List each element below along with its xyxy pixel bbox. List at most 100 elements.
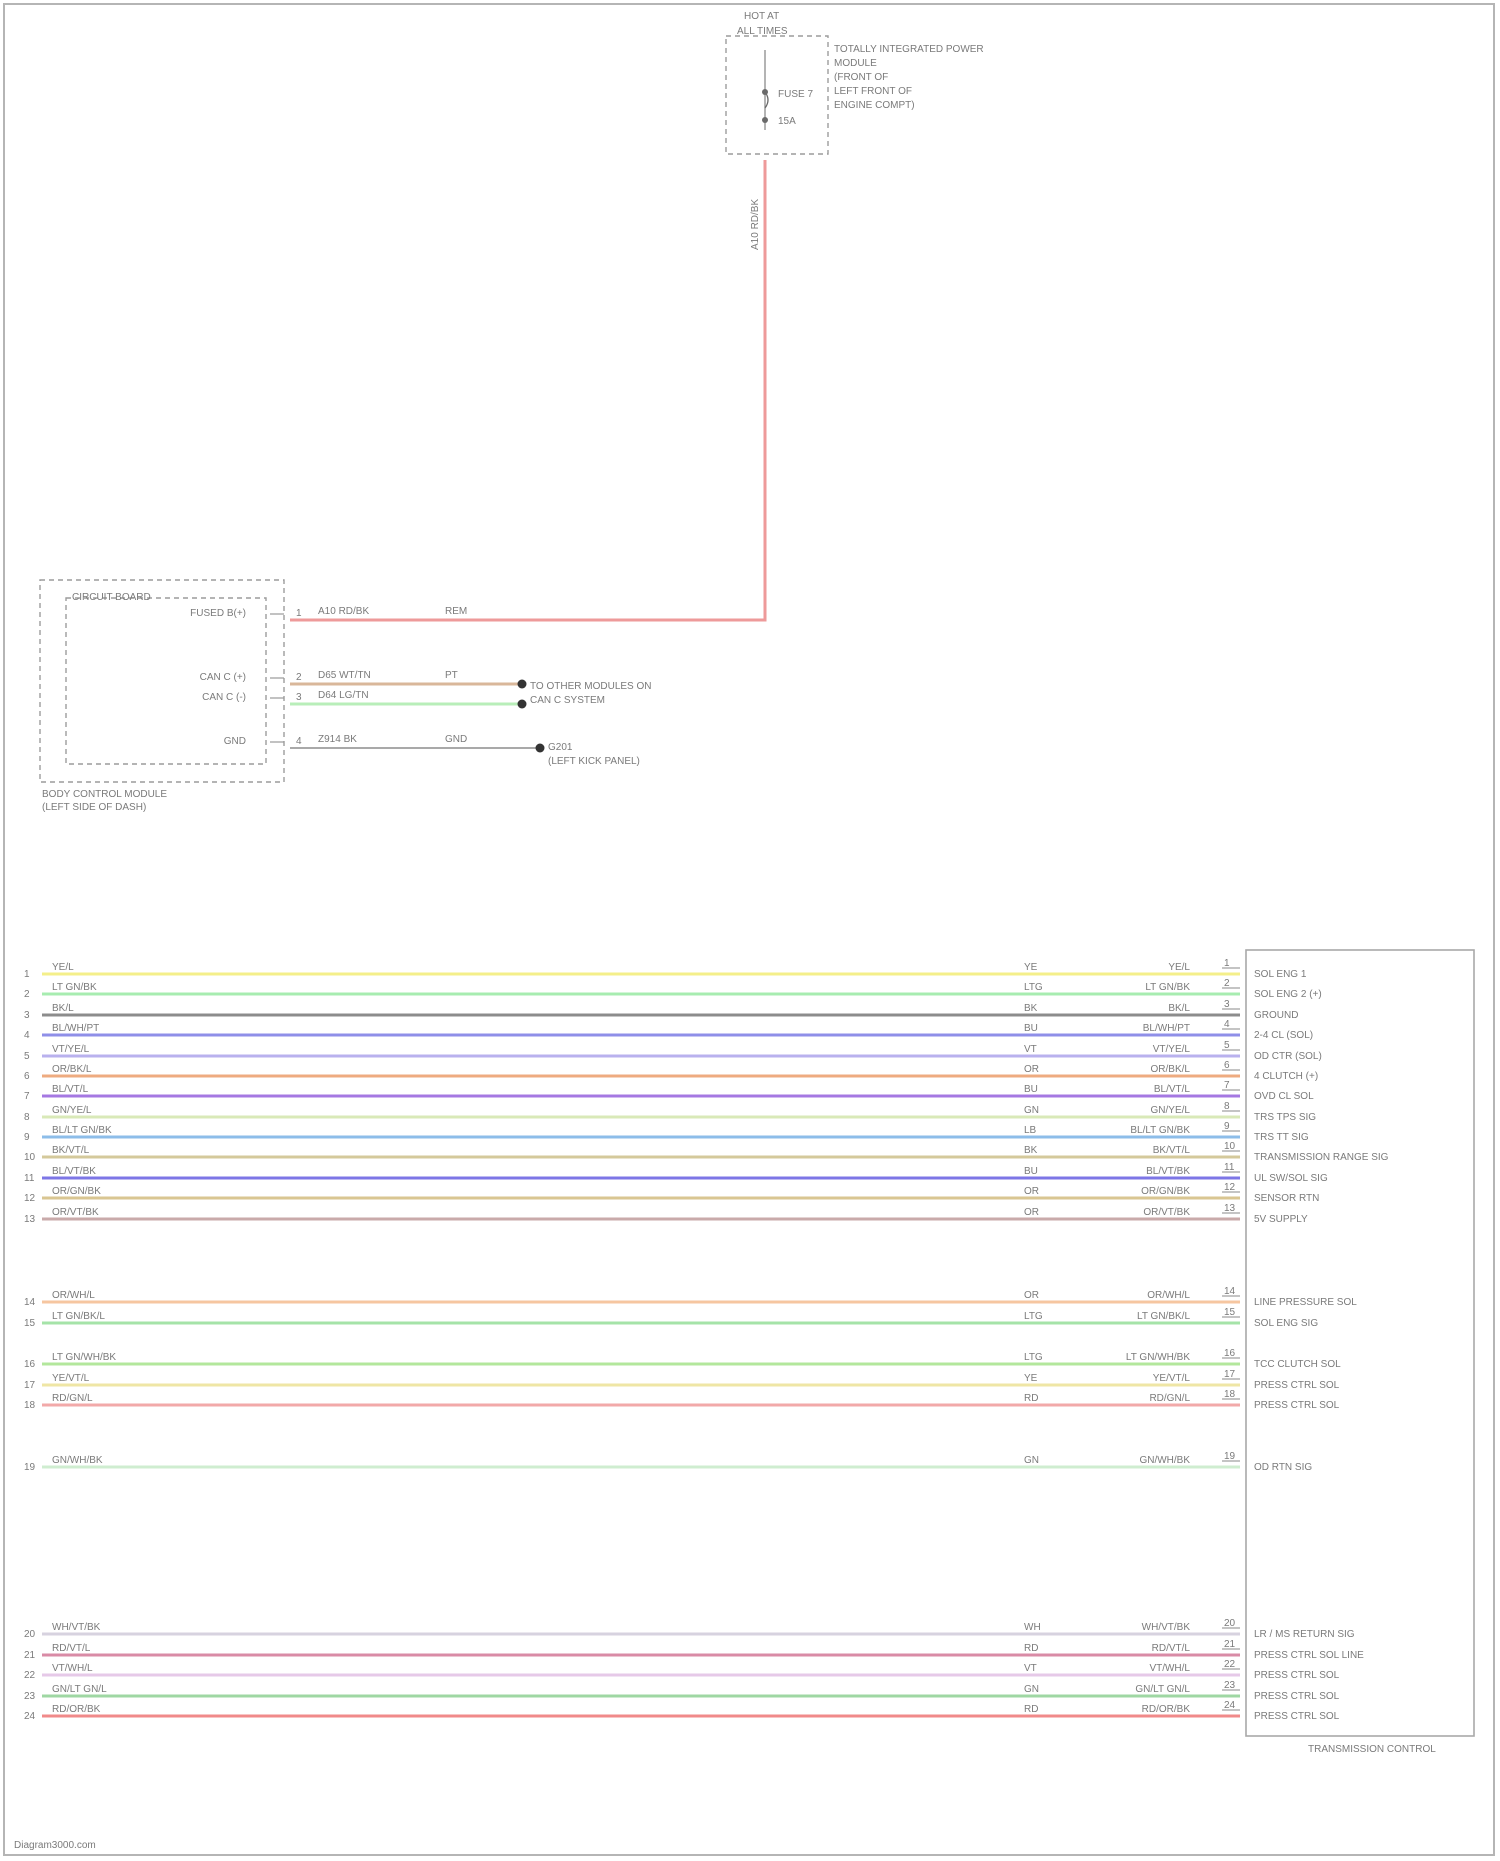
pin-function: PRESS CTRL SOL xyxy=(1254,1711,1340,1722)
connector-pin-number: 23 xyxy=(1224,1680,1236,1691)
pin-function: OVD CL SOL xyxy=(1254,1091,1314,1102)
module-wire-circuit: D64 LG/TN xyxy=(318,690,369,701)
pin-function: TRS TT SIG xyxy=(1254,1132,1309,1143)
wire-code: GN xyxy=(1024,1105,1039,1116)
wire-color-right: GN/LT GN/L xyxy=(1135,1684,1190,1695)
wire-code: WH xyxy=(1024,1622,1041,1633)
row-number: 12 xyxy=(24,1193,36,1204)
wire-code: BU xyxy=(1024,1023,1038,1034)
module-pin-label: CAN C (+) xyxy=(200,672,246,683)
wire-color-left: BL/WH/PT xyxy=(52,1023,99,1034)
pin-function: 4 CLUTCH (+) xyxy=(1254,1071,1318,1082)
wire-code: YE xyxy=(1024,962,1038,973)
connector-pin-number: 19 xyxy=(1224,1451,1236,1462)
wire-color-right: BL/LT GN/BK xyxy=(1130,1125,1190,1136)
row-number: 18 xyxy=(24,1400,36,1411)
row-number: 17 xyxy=(24,1380,36,1391)
wire-color-right: OR/BK/L xyxy=(1151,1064,1191,1075)
connector-pin-number: 3 xyxy=(1224,999,1230,1010)
pin-function: UL SW/SOL SIG xyxy=(1254,1173,1328,1184)
row-number: 6 xyxy=(24,1071,30,1082)
pin-function: LINE PRESSURE SOL xyxy=(1254,1297,1357,1308)
wire-code: OR xyxy=(1024,1207,1039,1218)
module-pin-number: 1 xyxy=(296,608,302,619)
connector-pin-number: 7 xyxy=(1224,1080,1230,1091)
wire-color-right: OR/WH/L xyxy=(1147,1290,1190,1301)
row-number: 3 xyxy=(24,1010,30,1021)
connector-pin-number: 9 xyxy=(1224,1121,1230,1132)
fuse-rating: 15A xyxy=(778,116,796,127)
row-number: 19 xyxy=(24,1462,36,1473)
pin-function: GROUND xyxy=(1254,1010,1298,1021)
pin-function: LR / MS RETURN SIG xyxy=(1254,1629,1355,1640)
module-pin-label: GND xyxy=(224,736,246,747)
wire-color-left: BK/VT/L xyxy=(52,1145,90,1156)
fuse-box-header-1: HOT AT xyxy=(744,11,779,22)
connector-pin-number: 21 xyxy=(1224,1639,1236,1650)
row-number: 8 xyxy=(24,1112,30,1123)
wire-color-right: WH/VT/BK xyxy=(1142,1622,1191,1633)
wire-color-right: BL/VT/BK xyxy=(1146,1166,1190,1177)
connector-pin-number: 14 xyxy=(1224,1286,1236,1297)
splice-dot xyxy=(518,680,527,689)
wire-color-right: BL/WH/PT xyxy=(1143,1023,1190,1034)
pin-function: PRESS CTRL SOL xyxy=(1254,1691,1340,1702)
pin-function: PRESS CTRL SOL xyxy=(1254,1400,1340,1411)
wire-code: LB xyxy=(1024,1125,1037,1136)
wire-code: OR xyxy=(1024,1290,1039,1301)
fuse-box-desc-5: ENGINE COMPT) xyxy=(834,100,915,111)
wire-color-right: LT GN/BK xyxy=(1145,982,1190,993)
wire-color-left: OR/GN/BK xyxy=(52,1186,101,1197)
pin-function: PRESS CTRL SOL LINE xyxy=(1254,1650,1364,1661)
wire-code: BU xyxy=(1024,1084,1038,1095)
row-number: 9 xyxy=(24,1132,30,1143)
connector-name: TRANSMISSION CONTROL xyxy=(1308,1744,1436,1755)
row-number: 4 xyxy=(24,1030,30,1041)
module-pin-label: CAN C (-) xyxy=(202,692,246,703)
row-number: 2 xyxy=(24,989,30,1000)
module-wire-circuit: Z914 BK xyxy=(318,734,357,745)
wire-color-left: GN/WH/BK xyxy=(52,1455,103,1466)
module-wire-circuit: A10 RD/BK xyxy=(318,606,369,617)
pin-function: TRS TPS SIG xyxy=(1254,1112,1316,1123)
wire-code: RD xyxy=(1024,1643,1038,1654)
wire-code: VT xyxy=(1024,1663,1037,1674)
wire-color-left: WH/VT/BK xyxy=(52,1622,101,1633)
wire-color-left: GN/LT GN/L xyxy=(52,1684,107,1695)
wire-color-left: LT GN/BK xyxy=(52,982,97,993)
wire-code: VT xyxy=(1024,1044,1037,1055)
splice-dot xyxy=(518,700,527,709)
wire-code: YE xyxy=(1024,1373,1038,1384)
pin-function: OD CTR (SOL) xyxy=(1254,1051,1322,1062)
pin-function: OD RTN SIG xyxy=(1254,1462,1312,1473)
wire-color-right: OR/GN/BK xyxy=(1141,1186,1190,1197)
wire-code: LTG xyxy=(1024,1352,1043,1363)
wire-color-right: LT GN/BK/L xyxy=(1137,1311,1190,1322)
connector-pin-number: 2 xyxy=(1224,978,1230,989)
wire-color-left: LT GN/BK/L xyxy=(52,1311,105,1322)
connector-pin-number: 15 xyxy=(1224,1307,1236,1318)
row-number: 14 xyxy=(24,1297,36,1308)
connector-pin-number: 12 xyxy=(1224,1182,1236,1193)
wire-code: RD xyxy=(1024,1704,1038,1715)
connector-pin-number: 22 xyxy=(1224,1659,1236,1670)
fuse-box-desc-2: MODULE xyxy=(834,58,877,69)
fuse-box-desc-3: (FRONT OF xyxy=(834,72,888,83)
row-number: 15 xyxy=(24,1318,36,1329)
wire-code: GN xyxy=(1024,1455,1039,1466)
row-number: 13 xyxy=(24,1214,36,1225)
bus-destination-1: TO OTHER MODULES ON xyxy=(530,681,652,692)
connector-pin-number: 24 xyxy=(1224,1700,1236,1711)
connector-pin-number: 8 xyxy=(1224,1101,1230,1112)
wire-color-right: OR/VT/BK xyxy=(1143,1207,1190,1218)
fuse-label: FUSE 7 xyxy=(778,89,813,100)
pin-function: PRESS CTRL SOL xyxy=(1254,1670,1340,1681)
wire-color-left: OR/BK/L xyxy=(52,1064,92,1075)
pin-function: TRANSMISSION RANGE SIG xyxy=(1254,1152,1389,1163)
wire-color-left: RD/GN/L xyxy=(52,1393,93,1404)
connector-pin-number: 10 xyxy=(1224,1141,1236,1152)
pin-function: SOL ENG 2 (+) xyxy=(1254,989,1322,1000)
row-number: 1 xyxy=(24,969,30,980)
wire-color-left: BL/LT GN/BK xyxy=(52,1125,112,1136)
